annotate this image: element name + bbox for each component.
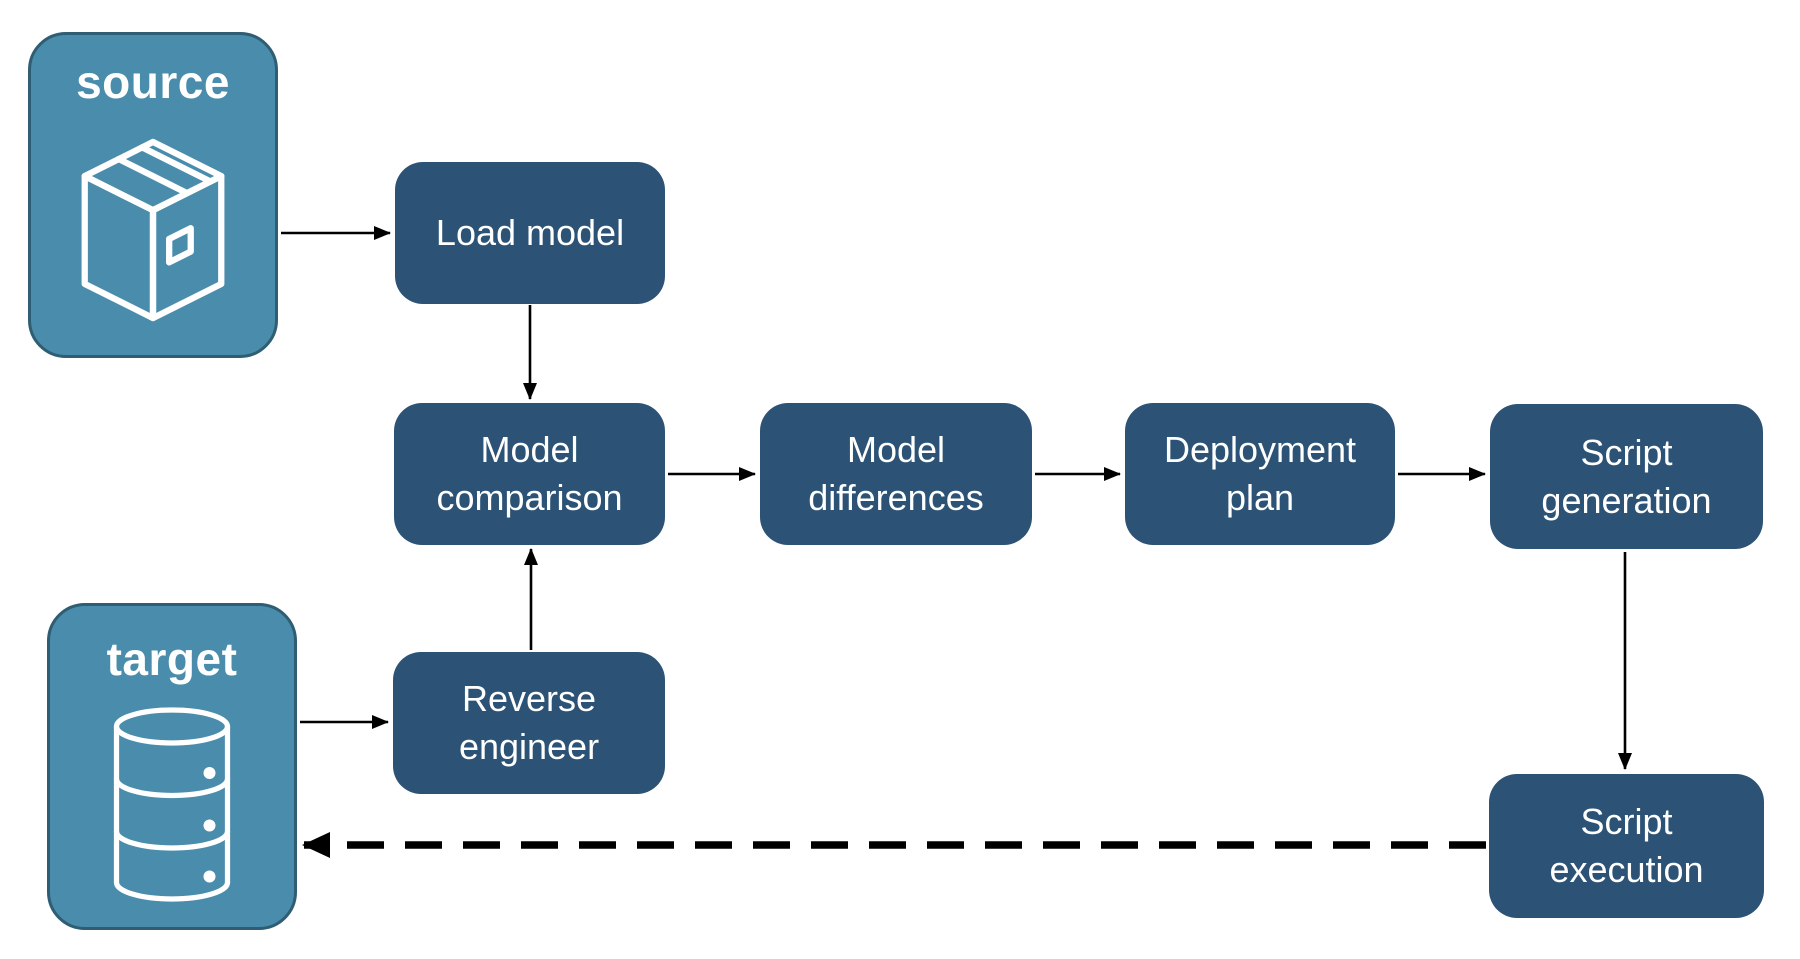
- database-icon: [97, 707, 247, 902]
- node-source: source: [28, 32, 278, 358]
- node-model-comparison: Model comparison: [394, 403, 665, 545]
- node-load-model: Load model: [395, 162, 665, 304]
- node-reverse-engineer: Reverse engineer: [393, 652, 665, 794]
- model-comparison-label: Model comparison: [436, 429, 623, 518]
- script-execution-label: Script execution: [1549, 801, 1704, 890]
- load-model-label: Load model: [435, 212, 625, 254]
- source-label: source: [76, 56, 230, 108]
- script-generation-label: Script generation: [1541, 431, 1712, 521]
- model-differences-label: Model differences: [808, 429, 984, 518]
- node-script-execution: Script execution: [1489, 774, 1764, 918]
- reverse-engineer-label: Reverse engineer: [458, 678, 600, 767]
- node-target: target: [47, 603, 297, 930]
- node-deployment-plan: Deployment plan: [1125, 403, 1395, 545]
- target-label: target: [106, 633, 238, 685]
- deployment-plan-label: Deployment plan: [1163, 429, 1357, 518]
- node-model-differences: Model differences: [760, 403, 1032, 545]
- node-script-generation: Script generation: [1490, 404, 1763, 549]
- package-icon: [63, 124, 243, 336]
